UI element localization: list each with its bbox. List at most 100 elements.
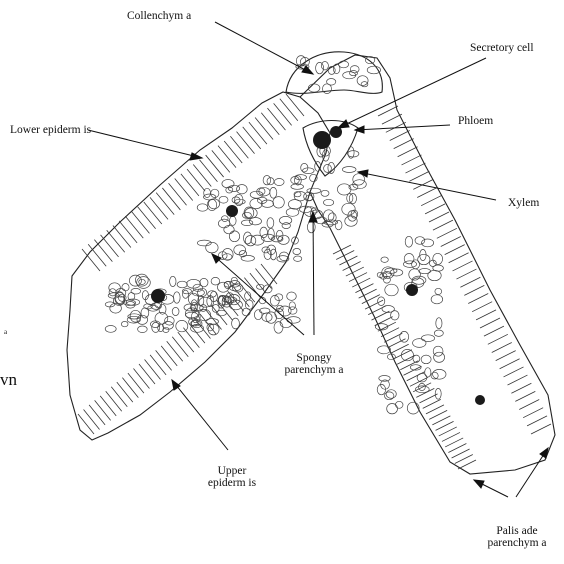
palisade-cell <box>125 216 143 238</box>
palisade-cell <box>472 302 492 312</box>
palisade-cell <box>397 355 415 364</box>
parenchyma-cell <box>413 339 426 348</box>
palisade-cell <box>172 337 188 357</box>
parenchyma-cell <box>404 254 414 264</box>
parenchyma-cell <box>199 297 212 307</box>
parenchyma-cell <box>138 326 148 333</box>
palisade-cell <box>441 236 461 246</box>
palisade-cell <box>390 130 410 140</box>
palisade-cell <box>409 171 429 181</box>
parenchyma-cell <box>433 265 444 271</box>
palisade-cell <box>492 342 512 352</box>
palisade-cell <box>402 155 422 165</box>
palisade-cell <box>432 416 450 425</box>
palisade-cell <box>519 400 539 410</box>
palisade-cell <box>101 235 119 257</box>
palisade-cell <box>500 359 520 369</box>
parenchyma-cell <box>385 392 394 400</box>
parenchyma-cell <box>316 62 324 73</box>
right-arm-outline <box>300 55 555 474</box>
parenchyma-cell <box>434 352 445 362</box>
palisade-cell <box>394 139 414 149</box>
parenchyma-cell <box>287 292 297 300</box>
parenchyma-cell <box>288 307 297 314</box>
lower-epidermis-label: Lower epiderm is <box>10 124 91 136</box>
parenchyma-cell <box>176 320 188 331</box>
phloem-label: Phloem <box>458 115 493 127</box>
parenchyma-cell <box>436 318 442 329</box>
palisade-cell <box>527 416 547 426</box>
palisade-cell <box>150 355 166 375</box>
palisade-cell <box>218 146 236 168</box>
palisade-cell <box>193 164 211 186</box>
palisade-parenchyma-label: Palis ade parenchym a <box>478 525 556 549</box>
palisade-cell <box>230 136 248 158</box>
parenchyma-cell <box>170 276 176 286</box>
palisade-label-line2: parenchym a <box>478 537 556 549</box>
parenchyma-cell <box>274 179 284 186</box>
palisade-cell <box>442 432 460 441</box>
palisade-cell <box>199 160 217 182</box>
parenchyma-cell <box>286 208 299 216</box>
palisade-cell <box>488 334 508 344</box>
palisade-cell <box>255 117 273 139</box>
palisade-cell <box>139 364 155 384</box>
palisade-cell <box>382 114 402 124</box>
palisade-cell <box>425 204 445 214</box>
palisade-cell <box>122 378 138 398</box>
spongy-parenchyma-label: Spongy parenchym a <box>278 352 350 376</box>
palisade-cell <box>381 328 399 337</box>
parenchyma-cell <box>400 331 409 342</box>
palisade-cell <box>131 211 149 233</box>
parenchyma-cell <box>324 164 332 172</box>
palisade-cell <box>484 326 504 336</box>
parenchyma-cell <box>303 168 315 174</box>
parenchyma-cell <box>131 288 141 294</box>
palisade-cell <box>445 245 465 255</box>
palisade-cell <box>511 383 531 393</box>
parenchyma-cell <box>350 71 358 76</box>
palisade-cell <box>346 267 364 276</box>
parenchyma-cell <box>267 218 274 228</box>
secretory-cluster <box>151 289 165 303</box>
parenchyma-cell <box>270 187 277 198</box>
parenchyma-cell <box>321 190 329 196</box>
palisade-cell <box>445 438 463 447</box>
parenchyma-cell <box>211 277 220 285</box>
palisade-cell <box>343 262 361 271</box>
palisade-cell <box>349 273 367 282</box>
parenchyma-cell <box>109 283 121 293</box>
parenchyma-cell <box>172 307 179 315</box>
secretory-cluster <box>226 205 238 217</box>
palisade-cell <box>453 261 473 271</box>
palisade-cell <box>206 155 224 177</box>
edge-fragment-large: vn <box>0 370 17 390</box>
parenchyma-cell <box>339 61 349 68</box>
parenchyma-cell <box>218 219 229 228</box>
palisade-cell <box>89 405 105 425</box>
parenchyma-cell <box>211 189 219 197</box>
parenchyma-cell <box>241 220 252 226</box>
xylem-label: Xylem <box>508 197 539 209</box>
parenchyma-cell <box>251 235 264 245</box>
parenchyma-cell <box>105 326 116 333</box>
parenchyma-cell <box>165 317 175 326</box>
parenchyma-cell <box>174 292 181 303</box>
palisade-cell <box>420 394 438 403</box>
parenchyma-cell <box>191 320 201 326</box>
parenchyma-cell <box>257 284 264 289</box>
parenchyma-cell <box>139 279 146 284</box>
palisade-cell <box>156 350 172 370</box>
parenchyma-cell <box>200 278 208 286</box>
palisade-label-line1: Palis ade <box>478 525 556 537</box>
palisade-cell <box>274 103 292 125</box>
parenchyma-cell <box>230 216 237 225</box>
palisade-cell <box>286 94 304 116</box>
palisade-cell <box>175 179 193 201</box>
parenchyma-cell <box>412 260 420 269</box>
palisade-cell <box>107 230 125 252</box>
palisade-cell <box>133 369 149 389</box>
parenchyma-cell <box>219 196 228 203</box>
palisade-cell <box>187 169 205 191</box>
palisade-cell <box>352 278 370 287</box>
